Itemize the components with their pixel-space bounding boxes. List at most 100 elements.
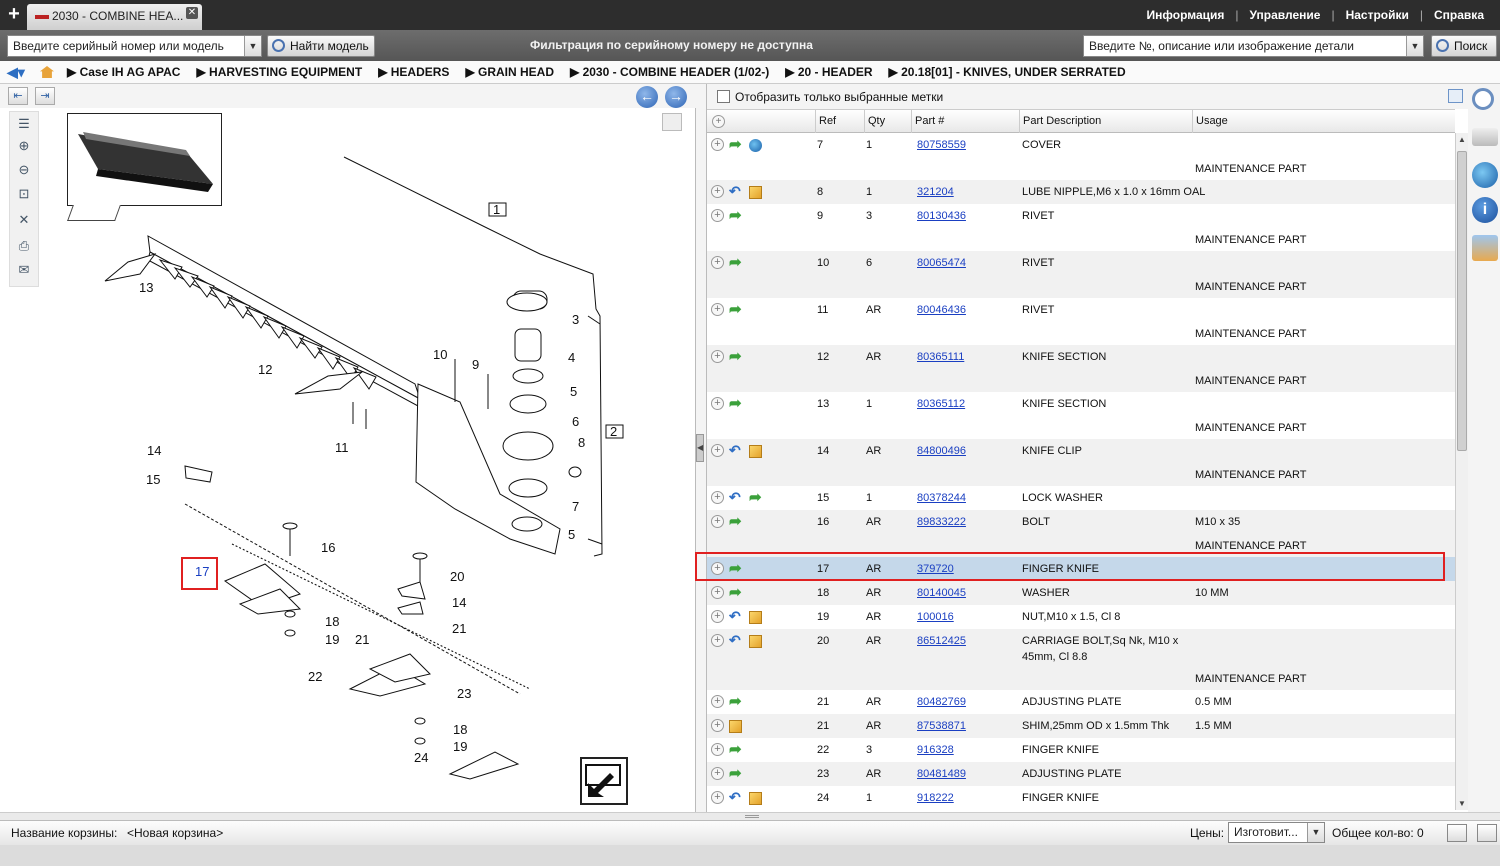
- pane-splitter[interactable]: ◀: [696, 434, 704, 462]
- breadcrumb-item[interactable]: ▶ 2030 - COMBINE HEADER (1/02-): [570, 65, 770, 79]
- col-description[interactable]: Part Description: [1019, 110, 1192, 133]
- menu-help[interactable]: Справка: [1434, 8, 1484, 22]
- part-search-input[interactable]: Введите №, описание или изображение дета…: [1089, 39, 1354, 53]
- part-number-link[interactable]: 916328: [917, 744, 954, 756]
- expand-diagram-icon[interactable]: [580, 757, 628, 805]
- add-to-cart-icon[interactable]: +: [711, 767, 724, 780]
- chevron-down-icon[interactable]: ▼: [1307, 823, 1324, 842]
- part-number-link[interactable]: 80130436: [917, 210, 966, 222]
- breadcrumb-item[interactable]: ▶ Case IH AG APAC: [67, 65, 181, 79]
- green-arrow-icon[interactable]: ➦: [729, 741, 742, 758]
- last-page-icon[interactable]: ⇥: [35, 87, 55, 105]
- menu-manage[interactable]: Управление: [1249, 8, 1321, 22]
- add-to-cart-icon[interactable]: +: [711, 138, 724, 151]
- maximize-icon[interactable]: [1477, 824, 1497, 842]
- part-number-link[interactable]: 80378244: [917, 492, 966, 504]
- green-arrow-icon[interactable]: ➦: [729, 136, 742, 153]
- part-number-link[interactable]: 87538871: [917, 720, 966, 732]
- add-to-cart-icon[interactable]: +: [711, 562, 724, 575]
- catalog-icon[interactable]: [1472, 128, 1498, 146]
- scrollbar-thumb[interactable]: [1457, 151, 1467, 451]
- blue-arrow-icon[interactable]: ↶: [729, 632, 741, 648]
- zoom-in-icon[interactable]: ⊕: [18, 138, 30, 153]
- green-arrow-icon[interactable]: ➦: [729, 348, 742, 365]
- clear-zoom-icon[interactable]: ✕: [18, 212, 30, 227]
- back-arrow-icon[interactable]: ◀▾: [7, 64, 25, 80]
- add-to-cart-icon[interactable]: +: [711, 719, 724, 732]
- menu-info[interactable]: Информация: [1146, 8, 1225, 22]
- green-arrow-icon[interactable]: ➦: [729, 254, 742, 271]
- pane-toggle-icon[interactable]: [662, 113, 682, 131]
- part-number-link[interactable]: 80365112: [917, 398, 966, 410]
- green-arrow-icon[interactable]: ➦: [729, 395, 742, 412]
- fit-to-window-icon[interactable]: ⊡: [18, 186, 30, 201]
- print-icon[interactable]: ⎙: [18, 238, 30, 253]
- green-arrow-icon[interactable]: ➦: [729, 584, 742, 601]
- email-icon[interactable]: ✉: [18, 262, 30, 277]
- info-icon[interactable]: i: [1472, 197, 1498, 223]
- col-usage[interactable]: Usage: [1192, 110, 1455, 133]
- add-to-cart-icon[interactable]: +: [711, 743, 724, 756]
- breadcrumb-item[interactable]: ▶ HEADERS: [378, 65, 450, 79]
- blue-arrow-icon[interactable]: ↶: [729, 489, 741, 505]
- show-selected-checkbox[interactable]: [717, 90, 730, 103]
- menu-settings[interactable]: Настройки: [1345, 8, 1409, 22]
- col-ref[interactable]: Ref: [815, 110, 864, 133]
- add-to-cart-icon[interactable]: +: [711, 303, 724, 316]
- part-number-link[interactable]: 80482769: [917, 696, 966, 708]
- green-arrow-icon[interactable]: ➦: [729, 207, 742, 224]
- part-number-link[interactable]: 89833222: [917, 516, 966, 528]
- breadcrumb-item[interactable]: ▶ 20 - HEADER: [785, 65, 873, 79]
- green-arrow-icon[interactable]: ➦: [729, 560, 742, 577]
- blue-arrow-icon[interactable]: ↶: [729, 608, 741, 624]
- find-model-button[interactable]: Найти модель: [267, 35, 375, 57]
- home-icon[interactable]: [40, 66, 54, 78]
- part-number-link[interactable]: 86512425: [917, 635, 966, 647]
- part-number-link[interactable]: 80046436: [917, 304, 966, 316]
- green-arrow-icon[interactable]: ➦: [749, 489, 762, 506]
- part-number-link[interactable]: 80065474: [917, 257, 966, 269]
- add-to-cart-icon[interactable]: +: [711, 515, 724, 528]
- close-icon[interactable]: ✕: [186, 7, 198, 19]
- col-qty[interactable]: Qty: [864, 110, 911, 133]
- search-button[interactable]: Поиск: [1431, 35, 1497, 57]
- parts-scrollbar[interactable]: ▲ ▼: [1455, 133, 1468, 810]
- cart-window-icon[interactable]: [1447, 824, 1467, 842]
- support-chat-icon[interactable]: [1472, 235, 1498, 261]
- part-number-link[interactable]: 84800496: [917, 445, 966, 457]
- diagram-thumbnail[interactable]: [67, 113, 222, 206]
- column-settings-icon[interactable]: [1448, 89, 1463, 103]
- serial-input[interactable]: Введите серийный номер или модель: [13, 39, 224, 53]
- next-diagram-icon[interactable]: →: [665, 86, 687, 108]
- part-number-link[interactable]: 321204: [917, 186, 954, 198]
- cart-name[interactable]: <Новая корзина>: [127, 826, 224, 840]
- prices-select[interactable]: Изготовит...▼: [1228, 822, 1325, 843]
- add-to-cart-icon[interactable]: +: [711, 610, 724, 623]
- add-to-cart-icon[interactable]: +: [711, 586, 724, 599]
- chevron-down-icon[interactable]: ▼: [1406, 36, 1423, 56]
- part-number-link[interactable]: 80140045: [917, 587, 966, 599]
- green-arrow-icon[interactable]: ➦: [729, 513, 742, 530]
- blue-arrow-icon[interactable]: ↶: [729, 789, 741, 805]
- part-number-link[interactable]: 918222: [917, 792, 954, 804]
- part-number-link[interactable]: 100016: [917, 611, 954, 623]
- thumbnail-toggle[interactable]: [67, 205, 121, 221]
- part-number-link[interactable]: 379720: [917, 563, 954, 575]
- part-number-link[interactable]: 80365111: [917, 351, 965, 363]
- breadcrumb-item[interactable]: ▶ GRAIN HEAD: [465, 65, 555, 79]
